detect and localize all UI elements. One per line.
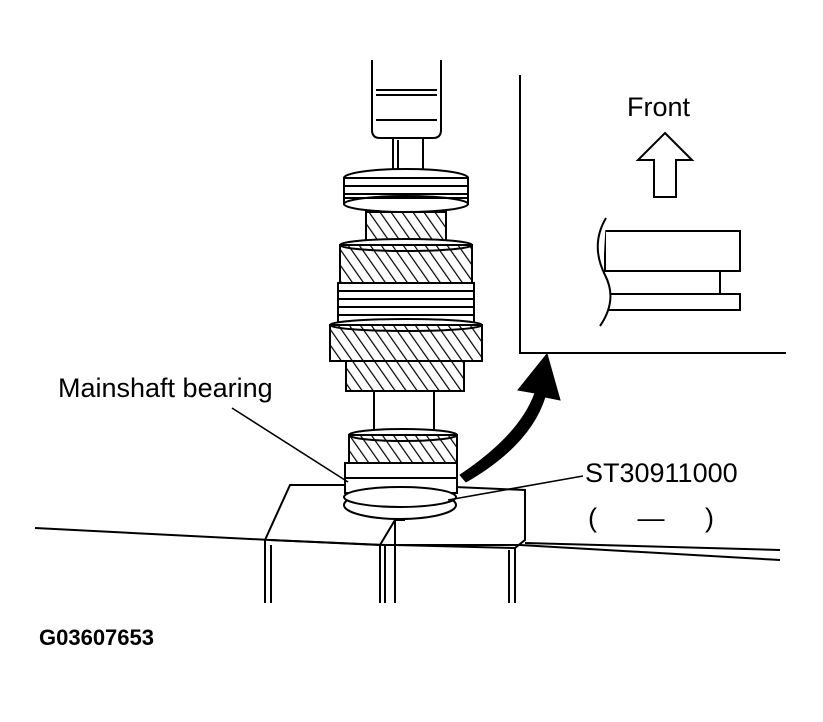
mainshaft-assembly [329, 168, 483, 520]
leader-lines [231, 407, 584, 501]
press-table [34, 484, 781, 603]
press-ram [371, 60, 442, 173]
front-label: Front [627, 92, 691, 122]
tool-number-label: ST30911000 [585, 458, 738, 488]
figure-code-label: G03607653 [39, 625, 154, 650]
curved-arrow-icon [459, 352, 561, 483]
detail-inset [519, 75, 786, 354]
tool-sub-label: ( — ) [588, 503, 716, 533]
front-arrow-icon [635, 131, 695, 198]
mainshaft-bearing-label: Mainshaft bearing [58, 373, 273, 403]
